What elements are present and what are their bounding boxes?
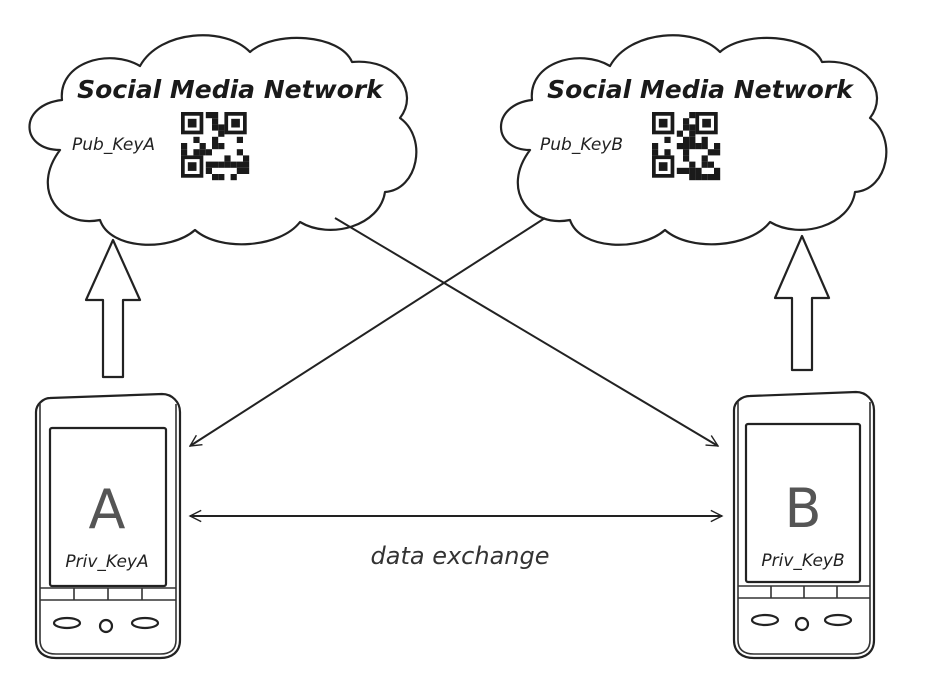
phone-b-right-button	[823, 613, 853, 627]
arrow-cloud-a-to-phone-b	[334, 217, 718, 447]
arrow-cloud-b-to-phone-a	[190, 217, 546, 446]
pub-key-a-label: Pub_KeyA	[72, 135, 155, 155]
cloud-right: Social Media Network Pub_KeyB	[499, 34, 888, 246]
phone-b: B Priv_KeyB	[732, 390, 876, 660]
phone-b-screen	[744, 422, 862, 584]
phone-a-right-button	[130, 616, 160, 630]
pub-key-b-label: Pub_KeyB	[540, 135, 623, 155]
upload-arrow-right	[773, 234, 831, 372]
qr-code-icon	[652, 112, 721, 181]
cloud-left-title: Social Media Network	[77, 75, 384, 104]
phone-a-screen	[48, 426, 168, 588]
phone-b-letter: B	[784, 477, 821, 540]
phone-a-letter: A	[89, 478, 126, 541]
upload-arrow-left	[84, 238, 142, 379]
phone-b-home-button	[794, 616, 810, 632]
cloud-right-title: Social Media Network	[547, 75, 854, 104]
priv-key-a-label: Priv_KeyA	[65, 552, 148, 572]
cloud-left: Social Media Network Pub_KeyA	[28, 34, 418, 246]
phone-a-home-button	[98, 618, 114, 634]
phone-a: A Priv_KeyA	[34, 392, 182, 660]
phone-a-left-button	[52, 616, 82, 630]
data-exchange-label: data exchange	[371, 542, 550, 570]
priv-key-b-label: Priv_KeyB	[761, 551, 844, 571]
phone-b-left-button	[750, 613, 780, 627]
qr-code-icon	[181, 112, 250, 181]
